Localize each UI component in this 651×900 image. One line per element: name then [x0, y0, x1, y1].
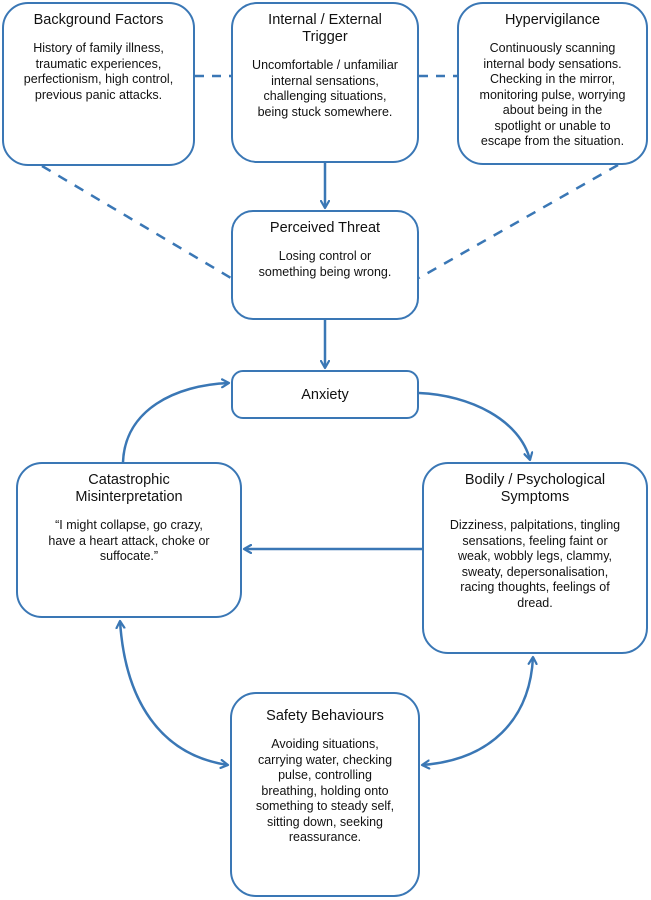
node-bodily-symptoms: Bodily / Psychological Symptoms Dizzines… — [422, 462, 648, 654]
node-body: “I might collapse, go crazy, have a hear… — [48, 518, 210, 563]
node-title: Internal / External Trigger — [268, 12, 382, 45]
edge-hypervigilance-threat — [418, 163, 619, 280]
node-hypervigilance: Hypervigilance Continuously scanning int… — [457, 2, 648, 165]
node-anxiety: Anxiety — [231, 370, 419, 419]
node-safety-behaviours: Safety Behaviours Avoiding situations, c… — [230, 692, 420, 897]
node-body: Continuously scanning internal body sens… — [479, 41, 626, 148]
node-title: Perceived Threat — [269, 220, 381, 236]
node-catastrophic-misinterpretation: Catastrophic Misinterpretation “I might … — [16, 462, 242, 618]
node-title: Safety Behaviours — [266, 708, 384, 724]
node-body: Dizziness, palpitations, tingling sensat… — [449, 518, 621, 610]
node-body: History of family illness, traumatic exp… — [23, 41, 174, 102]
node-background-factors: Background Factors History of family ill… — [2, 2, 195, 166]
node-body: Uncomfortable / unfamiliar internal sens… — [252, 58, 398, 119]
node-body: Losing control or something being wrong. — [258, 249, 392, 279]
node-trigger: Internal / External Trigger Uncomfortabl… — [231, 2, 419, 163]
edge-background-threat — [41, 164, 232, 280]
node-title: Bodily / Psychological Symptoms — [464, 472, 606, 505]
edge-bodily-safety — [422, 657, 533, 765]
edge-catastrophic-safety — [120, 621, 228, 765]
node-title: Catastrophic Misinterpretation — [75, 472, 183, 505]
edge-anxiety-bodily — [418, 391, 530, 460]
node-title: Anxiety — [301, 387, 349, 403]
node-body: Avoiding situations, carrying water, che… — [255, 737, 395, 844]
node-perceived-threat: Perceived Threat Losing control or somet… — [231, 210, 419, 320]
node-title: Background Factors — [33, 12, 164, 28]
edge-catastrophic-anxiety — [121, 383, 229, 463]
node-title: Hypervigilance — [504, 12, 601, 28]
